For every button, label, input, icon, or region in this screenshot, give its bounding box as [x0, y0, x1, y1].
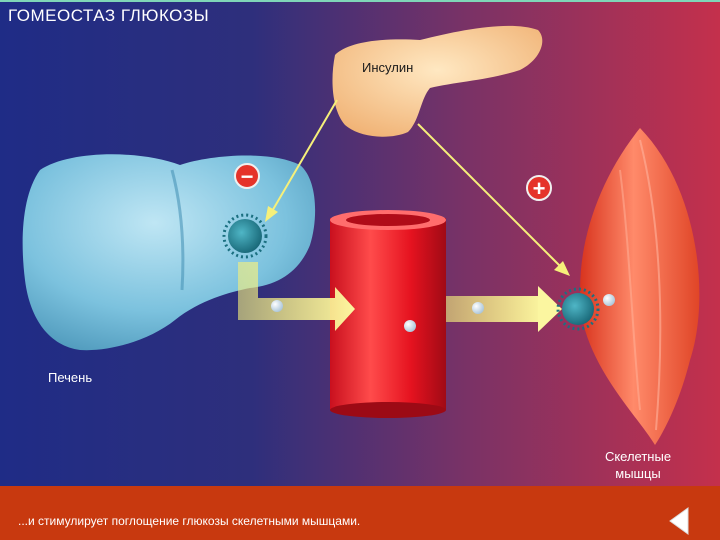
- muscle-label-line2: мышцы: [615, 466, 661, 481]
- insulin-signal-arrow-to-liver: [265, 99, 338, 222]
- glucose-molecule: [603, 294, 615, 306]
- inhibit-sign: −: [234, 163, 260, 189]
- top-border: [0, 0, 720, 2]
- muscle-label: Скелетные мышцы: [598, 448, 678, 482]
- muscle-receptor: [556, 287, 600, 331]
- stimulate-sign: +: [526, 175, 552, 201]
- back-button[interactable]: [668, 507, 690, 535]
- muscle-illustration: [580, 128, 700, 445]
- pancreas-illustration: [332, 25, 543, 137]
- blood-vessel-illustration: [330, 210, 446, 418]
- page-title: ГОМЕОСТАЗ ГЛЮКОЗЫ: [8, 6, 210, 25]
- glucose-flow-arrow-blood-to-muscle: [446, 286, 562, 332]
- glucose-molecule: [472, 302, 484, 314]
- liver-illustration: [22, 154, 316, 351]
- muscle-label-line1: Скелетные: [604, 449, 672, 464]
- liver-receptor: [222, 213, 268, 259]
- caption-text: ...и стимулирует поглощение глюкозы скел…: [18, 514, 361, 528]
- insulin-label: Инсулин: [362, 60, 414, 75]
- liver-label: Печень: [48, 370, 93, 385]
- glucose-molecule: [404, 320, 416, 332]
- triangle-left-icon: [669, 507, 689, 535]
- caption-bar: ...и стимулирует поглощение глюкозы скел…: [0, 486, 720, 540]
- glucose-flow-arrow-liver-to-blood: [238, 262, 355, 331]
- glucose-molecule: [271, 300, 283, 312]
- insulin-signal-arrow-to-muscle: [417, 123, 570, 276]
